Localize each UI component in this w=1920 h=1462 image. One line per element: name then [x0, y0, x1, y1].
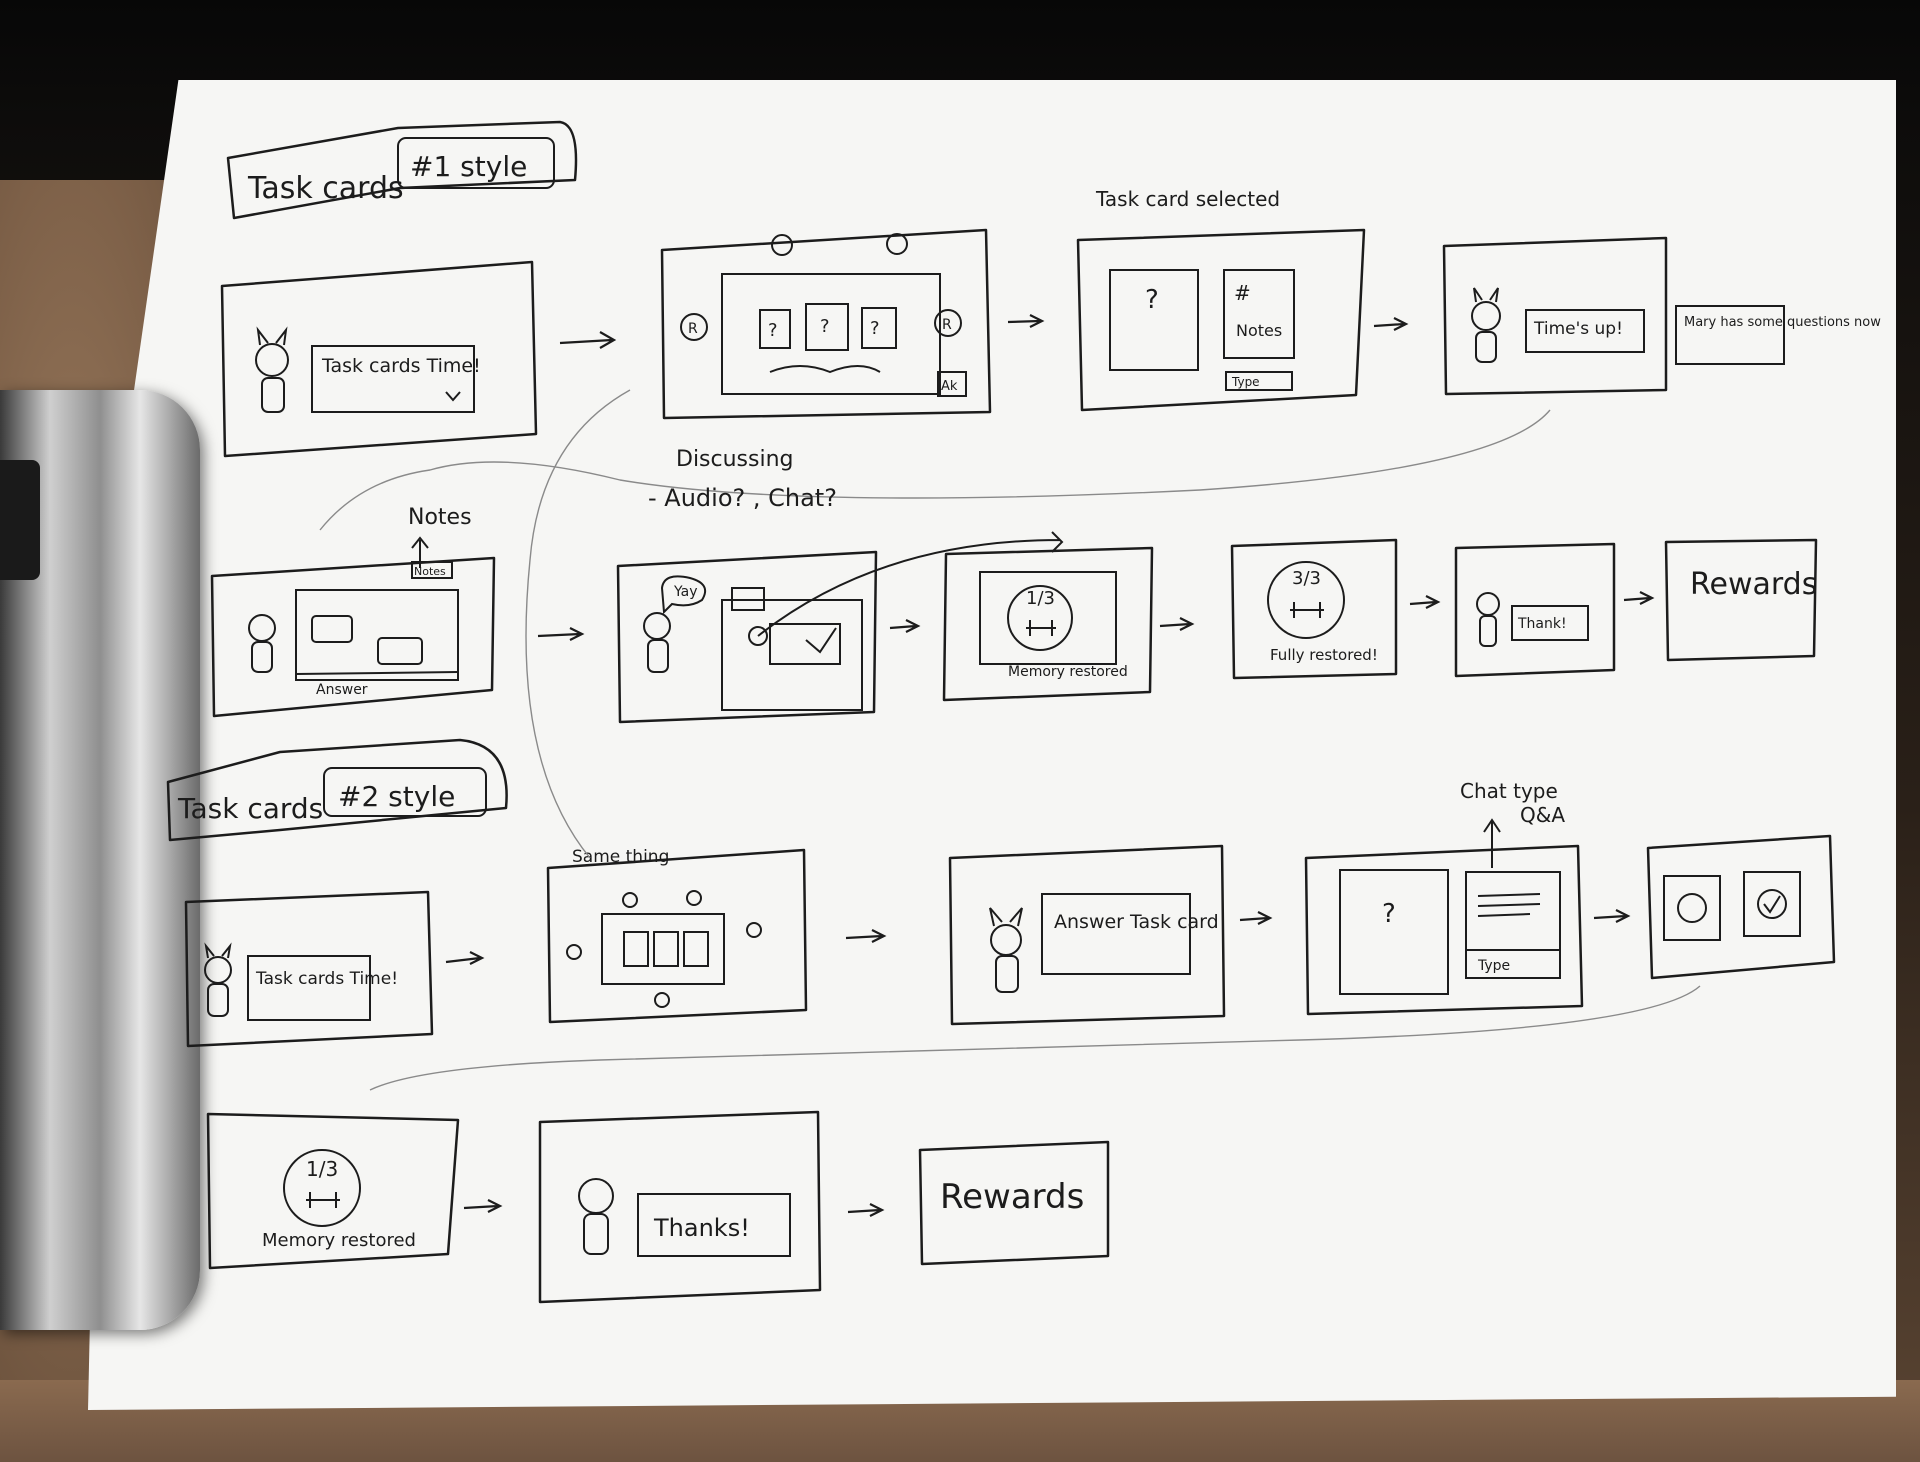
notes-label: Notes [1236, 321, 1282, 340]
frame-intro: Task cards Time! [222, 262, 536, 456]
type-label: Type [1231, 375, 1260, 389]
frame-rewards-1: Rewards [1666, 540, 1817, 660]
section2-rewards: Rewards [940, 1177, 1084, 1217]
yay-bubble: Yay [673, 584, 698, 600]
flow-arrow [890, 620, 918, 632]
selected-card-mark: ? [1145, 285, 1159, 315]
timesup-dialog: Time's up! [1533, 319, 1623, 339]
notes-caption: Notes [408, 505, 472, 530]
answer-label: Answer [316, 682, 368, 698]
board-r-label: R [942, 317, 952, 333]
section2-thanks: Thanks! [653, 1214, 750, 1242]
frame-discussion: Yay [618, 532, 1062, 722]
notes-tab: Notes [414, 565, 446, 578]
section2-header: Task cards #2 style [168, 740, 507, 840]
section1-label: Task cards [247, 171, 404, 206]
fully-restored-label: Fully restored! [1270, 646, 1378, 664]
return-connector [370, 986, 1700, 1090]
flow-arrow [1624, 592, 1652, 604]
frame-card-board: ? ? ? R R Ak [662, 230, 990, 418]
frame-fully-restored: 3/3 Fully restored! [1232, 540, 1396, 678]
rewards-label: Rewards [1690, 567, 1817, 602]
flow-arrow [464, 1200, 500, 1212]
selected-caption: Task card selected [1095, 187, 1280, 211]
memory-restored-label: Memory restored [1008, 664, 1128, 680]
board-card-mark: ? [768, 320, 778, 341]
section1-header: Task cards #1 style [228, 122, 576, 218]
chat-type-label: Chat type [1460, 779, 1558, 803]
section2-counter: 1/3 [306, 1157, 338, 1181]
fully-counter: 3/3 [1292, 568, 1321, 589]
board-r-label: R [688, 321, 698, 337]
section2-label: Task cards [177, 792, 323, 825]
flow-arrow [1008, 315, 1042, 327]
intro-dialog: Task cards Time! [321, 355, 481, 377]
frame2-intro: Task cards Time! [186, 892, 432, 1046]
flow-arrow [846, 930, 884, 942]
chat-type-button: Type [1477, 958, 1510, 974]
section2-intro-dialog: Task cards Time! [255, 969, 398, 989]
flow-arrow [848, 1204, 882, 1216]
frame2-rewards: Rewards [920, 1142, 1108, 1264]
frame-memory-restored: 1/3 Memory restored [944, 548, 1152, 700]
frame2-memory-restored: 1/3 Memory restored [208, 1114, 458, 1268]
frame-card-selected: Task card selected ? # Notes Type [1078, 187, 1364, 410]
flow-arrow [1594, 910, 1628, 922]
frame2-chat-qa: Chat type Q&A ? Type [1306, 779, 1582, 1014]
flow-arrow [538, 628, 582, 640]
frame-thank: Thank! [1456, 544, 1614, 676]
discussing-options: - Audio? , Chat? [648, 484, 837, 512]
board-ak-label: Ak [941, 379, 958, 394]
board-card-mark: ? [870, 318, 880, 339]
thank-dialog: Thank! [1517, 616, 1567, 632]
board-card-mark: ? [820, 316, 830, 337]
section1-tag: #1 style [410, 150, 527, 183]
mary-note: Mary has some questions now [1684, 315, 1881, 330]
discussing-label: Discussing [676, 447, 794, 472]
section2-tag: #2 style [338, 780, 455, 813]
frame2-result-cards [1648, 836, 1834, 978]
flow-arrow [446, 952, 482, 964]
frame-notes-answer: Notes Notes Answer [212, 505, 494, 716]
flow-arrow [1160, 618, 1192, 630]
notes-mark: # [1234, 281, 1251, 305]
qa-label: Q&A [1520, 803, 1565, 827]
frame2-answer: Answer Task card [950, 846, 1224, 1024]
frame2-thanks: Thanks! [540, 1112, 820, 1302]
frame-times-up: Time's up! Mary has some questions now [1444, 238, 1881, 394]
return-connector [320, 410, 1550, 530]
section2-memory-restored: Memory restored [262, 1230, 416, 1251]
discussing-note: Discussing - Audio? , Chat? [648, 447, 837, 512]
memory-counter: 1/3 [1026, 588, 1055, 609]
qa-card-mark: ? [1382, 899, 1396, 929]
flow-arrow [1410, 596, 1438, 608]
flow-arrow [1374, 318, 1406, 330]
flow-arrow [1240, 912, 1270, 924]
flow-arrow [560, 332, 614, 348]
answer-dialog: Answer Task card [1054, 911, 1219, 933]
